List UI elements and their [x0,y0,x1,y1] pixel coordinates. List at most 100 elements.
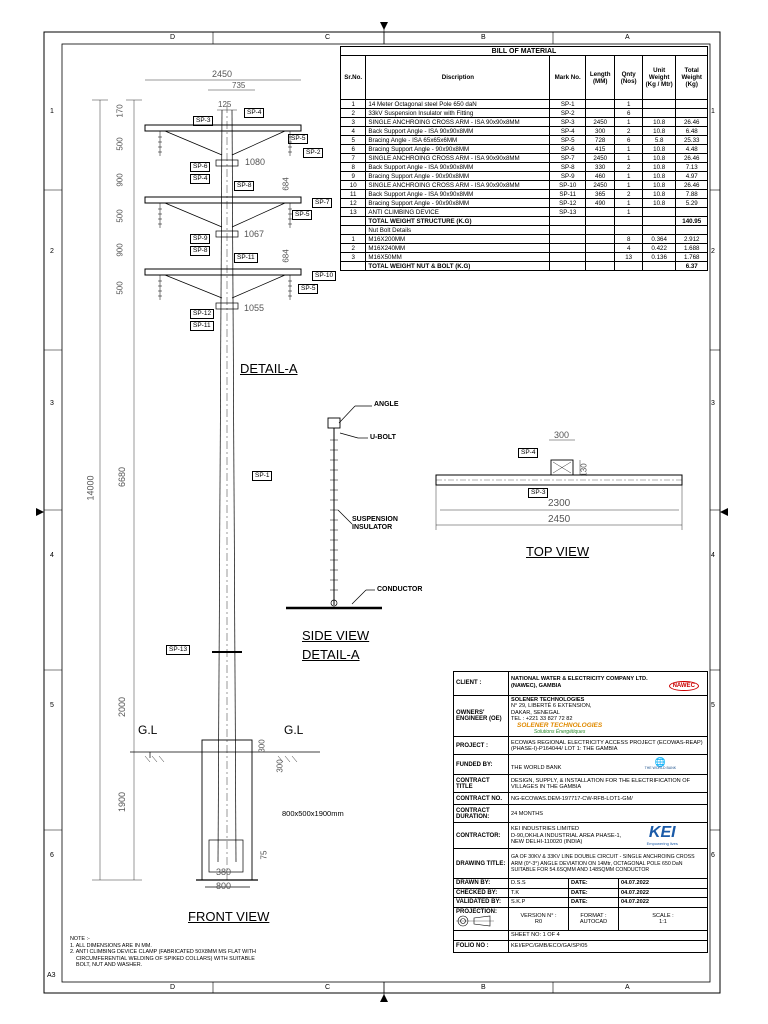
detail-a-callout: DETAIL-A [240,361,298,376]
bom-cell: 10.8 [641,144,677,154]
dim-base-plate: 75 [259,850,269,860]
bom-cell: 10.8 [641,189,677,199]
bom-cell: 1 [614,99,643,109]
bom-cell: 9 [339,171,367,181]
bom-cell: 11 [339,189,367,199]
zone-letter: C [325,984,331,991]
top-view-title: TOP VIEW [526,544,590,559]
bolt-cell: 13 [614,252,643,262]
bom-cell: 2 [614,162,643,172]
bom-cell: 33kV Suspension Insulator with Fitting [365,108,551,118]
part-tag: SP-1 [252,471,273,481]
bom-cell [675,207,708,217]
zone-letter: D [170,984,176,991]
bom-cell: 1 [614,207,643,217]
title-block: CLIENT : NATIONAL WATER & ELECTRICITY CO… [453,671,708,953]
part-tag: SP-5 [292,210,313,220]
dim-total-height: 14000 [85,475,96,501]
bom-cell: Back Support Angle - ISA 90x90x8MM [365,126,551,136]
bom-cell: 26.46 [675,117,708,127]
world-bank-logo: THE WORLD BANK [644,765,677,770]
project-label: PROJECT : [453,736,509,756]
bom-cell: SP-12 [549,198,586,208]
bolt-cell: 1.768 [675,252,708,262]
bom-header: Total Weight (Kg) [675,55,708,100]
owner-line: DAKAR, SENEGAL [511,709,560,716]
side-view-detail: DETAIL-A [302,647,360,662]
bom-cell: 7 [339,153,367,163]
zone-number: 3 [711,400,715,407]
top-part-tag: SP-4 [518,448,539,458]
zone-number: 5 [50,702,54,709]
bolt-cell: 0.364 [641,234,677,244]
bom-cell: 10 [339,180,367,190]
part-tag: SP-8 [190,246,211,256]
bom-cell: 6 [614,135,643,145]
bolt-cell [584,243,616,253]
dim-brace: 1080 [245,157,266,167]
bom-cell: SP-2 [549,108,586,118]
bom-cell: 13 [339,207,367,217]
bom-cell [641,99,677,109]
bom-cell: 10.8 [641,162,677,172]
drawing-title-value: GA OF 30KV & 33KV LINE DOUBLE CIRCUIT - … [508,848,708,880]
bom-cell: ANTI CLIMBING DEVICE [365,207,551,217]
bom-nut-bolt-heading: Nut Bolt Details [365,225,551,235]
bom-cell: 5.29 [675,198,708,208]
date-value: 04.07.2022 [618,897,708,908]
zone-number: 2 [50,248,54,255]
drawn-by-value: D.S.S [508,878,569,889]
zone-number: 2 [711,248,715,255]
client-name: NATIONAL WATER & ELECTRICITY COMPANY LTD… [511,676,648,689]
bolt-cell [549,243,586,253]
folio-label: FOLIO NO : [453,939,509,953]
zone-letter: C [325,34,331,41]
dim-brace: 1067 [244,229,265,239]
zone-letter: A [625,984,630,991]
duration-label: CONTRACT DURATION: [453,804,509,824]
dim-brace-height: 684 [281,249,291,263]
checked-by-value: T.K [508,887,569,899]
bom-cell: Bracing Angle - ISA 65x65x6MM [365,135,551,145]
bom-cell: Bracing Support Angle - 90x90x8MM [365,144,551,154]
bom-cell: 2 [614,126,643,136]
note-line: BOLT, NUT AND WASHER. [70,962,143,969]
contract-no-value: NG-ECOWAS.DEM-197717-CW-RFB-LOT1-GM/ [508,792,708,806]
bom-cell [675,99,708,109]
bom-cell: 10.8 [641,117,677,127]
bom-cell [641,108,677,118]
version-label: VERSION N° : [520,912,557,919]
zone-letter: D [170,34,176,41]
part-tag: SP-4 [244,108,265,118]
bom-cell: SP-5 [549,135,586,145]
date-label: DATE: [568,887,619,899]
side-ubolt-label: U-BOLT [370,434,396,441]
bolt-cell: M16X200MM [365,234,551,244]
bolt-cell [584,234,616,244]
bom-cell: 8 [339,162,367,172]
part-tag: SP-7 [312,198,333,208]
dim-spacing: 500 [115,137,125,151]
part-tag: SP-8 [234,181,255,191]
bom-cell: 10.8 [641,126,677,136]
dim-top-gap: 170 [115,104,125,118]
dim-foundation-top: 300 [257,739,267,753]
contractor-label: CONTRACTOR: [453,822,509,850]
bolt-cell [549,252,586,262]
zone-number: 4 [50,552,54,559]
bolt-cell: M16X240MM [365,243,551,253]
bom-cell: 1 [614,144,643,154]
bom-cell [584,99,616,109]
dim-spacing: 500 [115,209,125,223]
bolt-cell: 1 [339,234,367,244]
bom-total-bolt-value: 6.37 [675,261,708,271]
part-tag: SP-6 [190,162,211,172]
bolt-cell: 3 [339,252,367,262]
bom-total-structure-value: 140.95 [675,216,708,226]
zone-letter: B [481,34,486,41]
part-tag: SP-13 [166,645,191,655]
bom-cell: SP-4 [549,126,586,136]
